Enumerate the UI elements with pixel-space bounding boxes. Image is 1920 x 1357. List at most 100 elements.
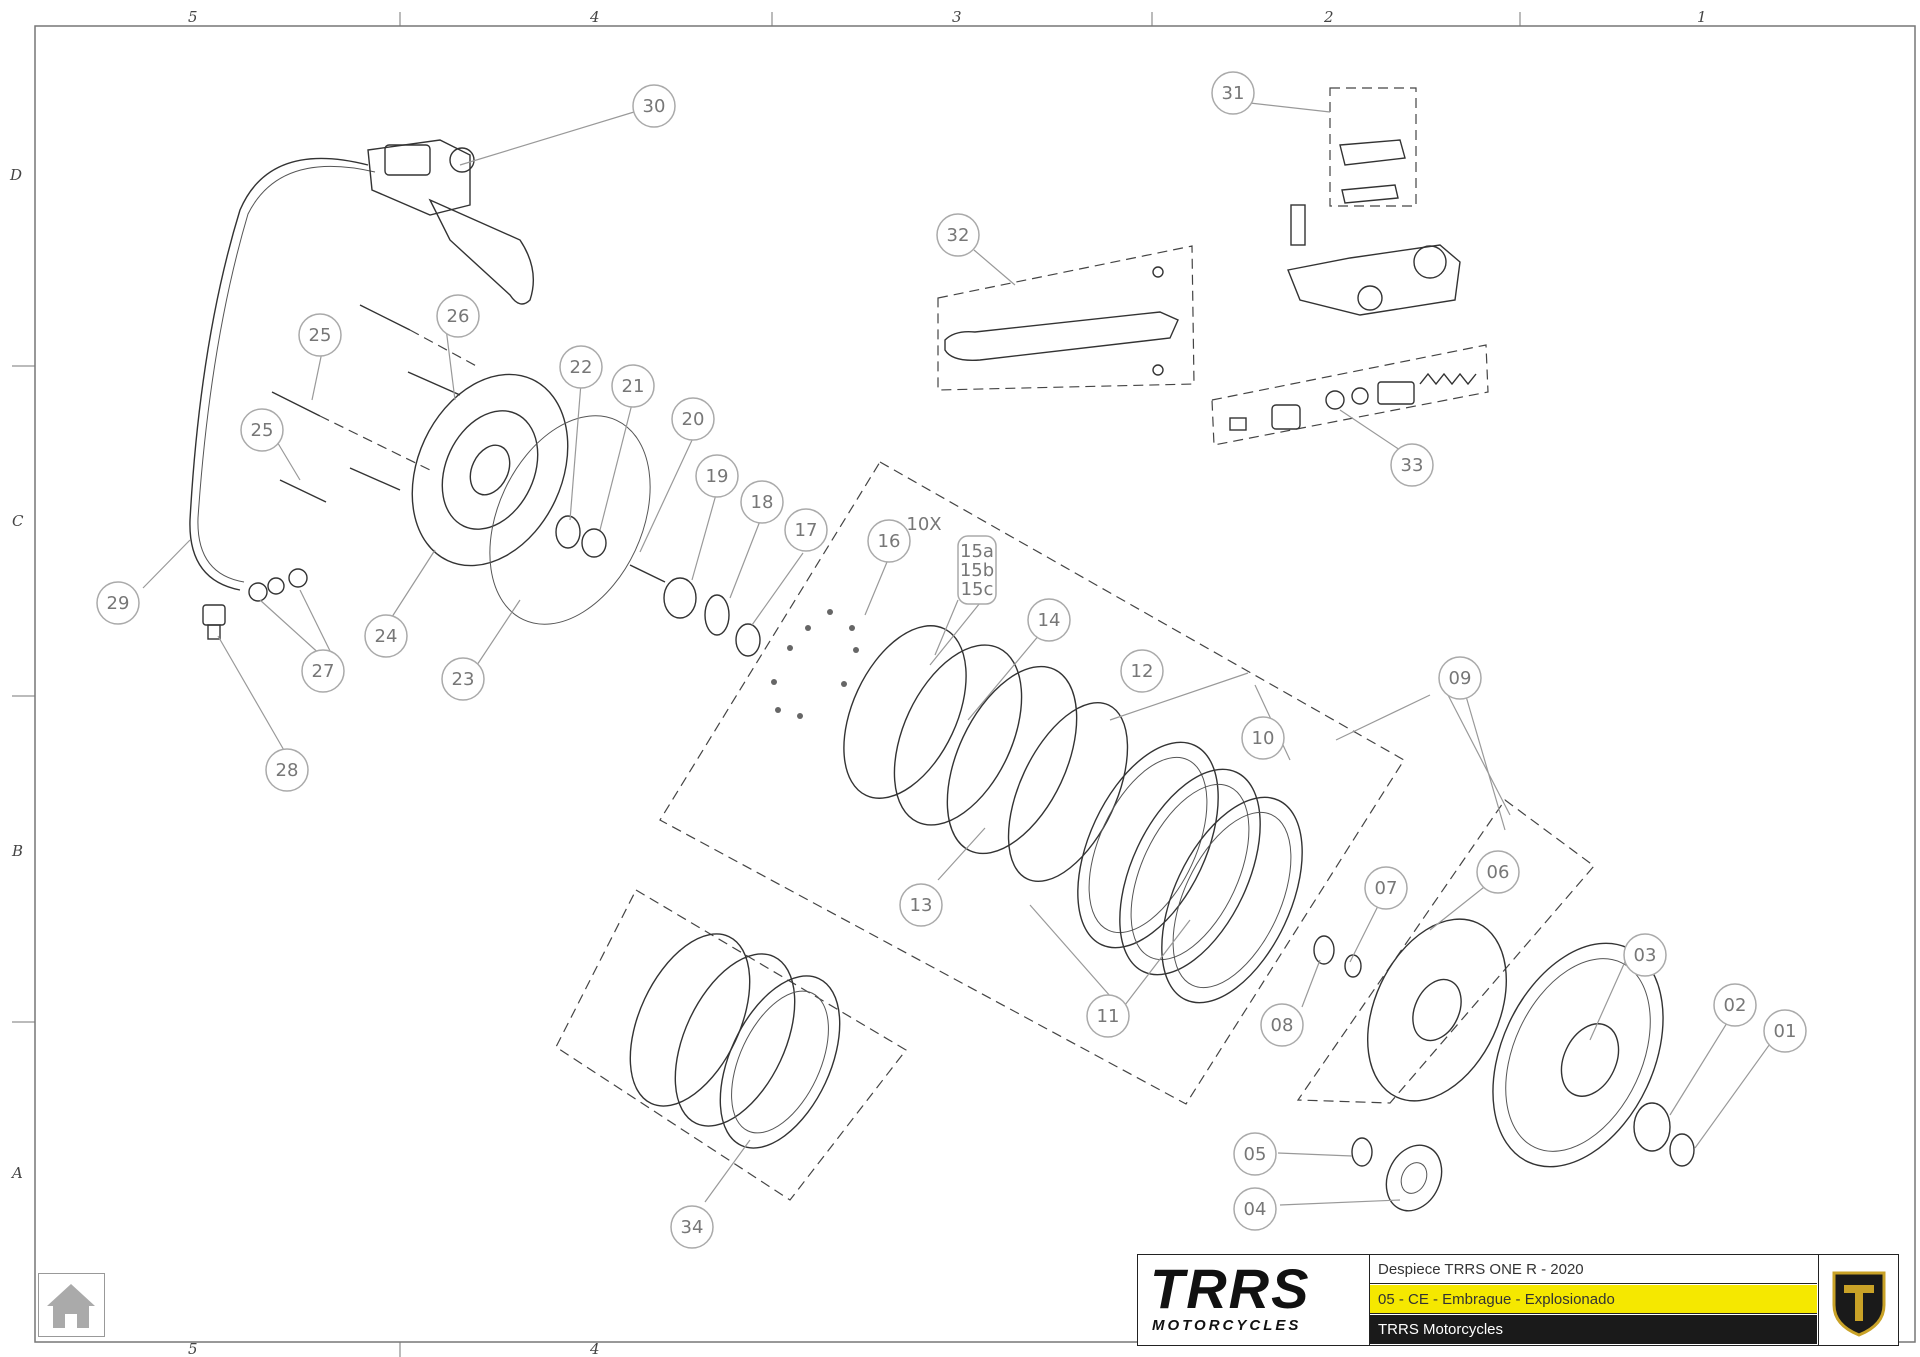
cover-bolts [271, 304, 481, 503]
svg-text:31: 31 [1222, 83, 1245, 104]
callout-11: 11 [1086, 994, 1130, 1038]
bleeder-fitting [202, 568, 308, 640]
callout-14: 14 [1027, 598, 1071, 642]
callout-26: 26 [436, 294, 480, 338]
callout-17: 17 [784, 508, 828, 552]
callout-20: 20 [671, 397, 715, 441]
svg-text:20: 20 [682, 409, 705, 430]
svg-text:18: 18 [751, 492, 774, 513]
callout-06: 06 [1476, 850, 1520, 894]
svg-text:32: 32 [947, 225, 970, 246]
svg-text:14: 14 [1038, 610, 1061, 631]
callout-24: 24 [364, 614, 408, 658]
callout-34: 34 [670, 1205, 714, 1249]
title-block: TRRS MOTORCYCLES Despiece TRRS ONE R - 2… [1137, 1254, 1899, 1346]
svg-text:16: 16 [878, 531, 901, 552]
pushrod-and-bearing [629, 564, 761, 657]
svg-text:25: 25 [309, 325, 332, 346]
piston-kit-group [1211, 344, 1489, 446]
clutch-discs [843, 625, 1303, 1004]
svg-text:29: 29 [107, 593, 130, 614]
zone-ticks [12, 12, 1521, 1357]
home-button[interactable] [38, 1273, 105, 1337]
callout-03: 03 [1623, 933, 1667, 977]
callout-23: 23 [441, 657, 485, 701]
zone-col-3: 3 [952, 8, 962, 26]
svg-text:17: 17 [795, 520, 818, 541]
zone-row-a: A [10, 1164, 23, 1182]
leader-lines [142, 102, 1781, 1206]
clutch-hub [1366, 918, 1508, 1102]
spare-discs-group [555, 889, 907, 1201]
svg-text:21: 21 [622, 376, 645, 397]
svg-text:25: 25 [251, 420, 274, 441]
svg-text:23: 23 [452, 669, 475, 690]
callout-25a: 25 [298, 313, 342, 357]
svg-text:07: 07 [1375, 878, 1398, 899]
svg-text:03: 03 [1634, 945, 1657, 966]
callout-22: 22 [559, 345, 603, 389]
logo-wordmark: TRRS [1150, 1257, 1311, 1320]
logo-subtext: MOTORCYCLES [1152, 1317, 1302, 1334]
needle-bearing [1633, 1102, 1695, 1167]
callout-27: 27 [301, 649, 345, 693]
svg-text:22: 22 [570, 357, 593, 378]
drawing-subtitle: 05 - CE - Embrague - Explosionado [1370, 1285, 1817, 1314]
svg-text:28: 28 [276, 760, 299, 781]
reservoir-cap-group [1329, 87, 1417, 207]
callout-02: 02 [1713, 983, 1757, 1027]
home-icon [47, 1284, 95, 1328]
zone-col-4: 4 [589, 8, 600, 26]
callout-13: 13 [899, 883, 943, 927]
svg-text:27: 27 [312, 661, 335, 682]
svg-text:04: 04 [1244, 1199, 1267, 1220]
trrs-logo: TRRS MOTORCYCLES [1138, 1255, 1370, 1345]
svg-text:30: 30 [643, 96, 666, 117]
zone-row-b: B [11, 842, 23, 860]
svg-text:06: 06 [1487, 862, 1510, 883]
hydraulic-hose [189, 157, 369, 591]
callout-25b: 25 [240, 408, 284, 452]
svg-text:19: 19 [706, 466, 729, 487]
clutch-cover [411, 373, 569, 567]
svg-text:08: 08 [1271, 1015, 1294, 1036]
callout-32: 32 [936, 213, 980, 257]
zone-row-d: D [9, 166, 22, 184]
callout-05: 05 [1233, 1132, 1277, 1176]
svg-text:15b: 15b [960, 560, 994, 581]
svg-text:02: 02 [1724, 995, 1747, 1016]
svg-text:11: 11 [1097, 1006, 1120, 1027]
drawing-frame [34, 25, 1916, 1343]
callout-10: 10 [1241, 716, 1285, 760]
primary-gear [1351, 1137, 1443, 1212]
svg-text:26: 26 [447, 306, 470, 327]
svg-text:09: 09 [1449, 668, 1472, 689]
callout-15-group: 15a 15b 15c 10X [906, 514, 997, 656]
drawing-company: TRRS Motorcycles [1370, 1315, 1817, 1344]
replacement-lever [944, 266, 1179, 376]
svg-text:15c: 15c [961, 579, 994, 600]
pressure-plate-bolts [771, 609, 859, 719]
spare-discs [629, 933, 841, 1149]
master-cylinder-exploded [1287, 139, 1461, 316]
svg-text:13: 13 [910, 895, 933, 916]
callout-16: 16 [867, 519, 911, 563]
cover-gasket [489, 415, 651, 625]
callout-31: 31 [1211, 71, 1255, 115]
svg-text:15a: 15a [960, 541, 994, 562]
callout-07: 07 [1364, 866, 1408, 910]
callout-18: 18 [740, 480, 784, 524]
callout-09: 09 [1438, 656, 1482, 700]
svg-text:24: 24 [375, 626, 398, 647]
zone-col-2: 2 [1323, 8, 1334, 26]
callout-08: 08 [1260, 1003, 1304, 1047]
callout-19: 19 [695, 454, 739, 498]
svg-text:34: 34 [681, 1217, 704, 1238]
svg-text:01: 01 [1774, 1021, 1797, 1042]
clutch-pack-group [659, 461, 1405, 1105]
callout-21: 21 [611, 364, 655, 408]
svg-text:12: 12 [1131, 661, 1154, 682]
hub-spacer [1313, 935, 1362, 978]
zone-row-c: C [12, 512, 24, 530]
callout-28: 28 [265, 748, 309, 792]
